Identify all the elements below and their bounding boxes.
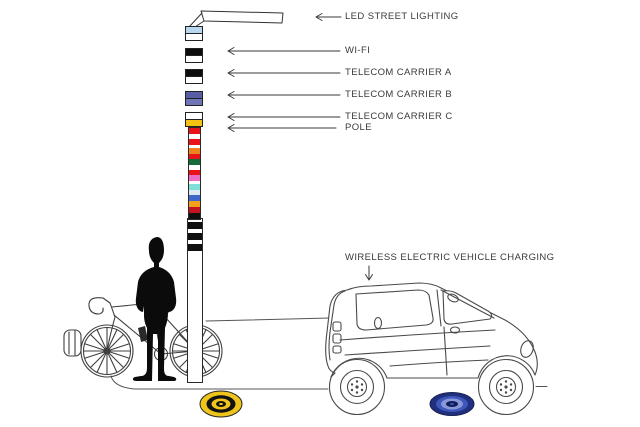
- pole-lower: [187, 218, 203, 383]
- car-headlight: [520, 340, 534, 358]
- car-charging-pad: [429, 392, 475, 416]
- pole-segment-12: [189, 190, 200, 195]
- car-body-crease-lines: [339, 329, 496, 367]
- car-rear-wheel: [328, 358, 386, 416]
- led-module-top: [186, 27, 202, 34]
- pole-segment-4: [189, 148, 200, 154]
- label-telecom-carrier-c: TELECOM CARRIER C: [345, 110, 453, 122]
- telecom-c-module-top: [186, 113, 202, 120]
- street-light-arm: [188, 10, 284, 28]
- bicycle-front-bag: [63, 329, 82, 357]
- bicycle-bottle: [138, 326, 148, 342]
- pole-segment-8: [189, 170, 200, 175]
- arrow-led-street-lighting: [315, 13, 342, 21]
- arrow-telecom-b: [227, 91, 341, 99]
- label-led-street-lighting: LED STREET LIGHTING: [345, 10, 459, 22]
- pole-modules: [185, 26, 203, 134]
- pole-segment-15: [189, 207, 200, 213]
- pole-segment-2: [189, 139, 200, 145]
- pole-segment-11: [189, 184, 200, 190]
- telecom-c-module: [185, 112, 203, 127]
- wifi-module-top: [186, 48, 202, 56]
- car-a-pillar-line: [440, 289, 495, 319]
- car-taillight: [332, 321, 342, 354]
- ground-lines: [110, 317, 548, 390]
- arrow-telecom-c: [227, 113, 341, 121]
- pole-segment-3: [189, 145, 200, 148]
- telecom-a-module: [185, 69, 203, 84]
- label-telecom-carrier-a: TELECOM CARRIER A: [345, 66, 452, 78]
- car: [325, 282, 538, 416]
- callout-arrows: [227, 13, 373, 281]
- pole-segment-7: [189, 165, 200, 170]
- pole-segment-6: [189, 159, 200, 165]
- pole-band-0: [188, 222, 202, 229]
- arrow-wireless-charging: [365, 265, 373, 281]
- arrow-wifi: [227, 47, 341, 55]
- pole-segment-1: [189, 134, 200, 139]
- telecom-b-module-top: [186, 91, 202, 99]
- car-rear-window: [355, 289, 434, 331]
- telecom-a-module-top: [186, 70, 202, 77]
- bicycle-handlebar: [88, 297, 111, 315]
- horizon-line: [205, 317, 331, 322]
- car-front-wheel: [477, 358, 535, 416]
- wifi-module: [185, 47, 203, 63]
- led-module-bottom: [186, 34, 202, 40]
- car-mirror: [447, 293, 459, 303]
- label-wireless-charging: WIRELESS ELECTRIC VEHICLE CHARGING: [345, 251, 555, 263]
- pole-band-1: [188, 233, 202, 240]
- label-telecom-carrier-b: TELECOM CARRIER B: [345, 88, 453, 100]
- pole-segment-14: [189, 201, 200, 207]
- pole-segment-13: [189, 195, 200, 201]
- telecom-a-module-bottom: [186, 77, 202, 83]
- label-pole: POLE: [345, 121, 372, 133]
- wifi-module-bottom: [186, 55, 202, 62]
- arrow-pole: [227, 124, 337, 132]
- pole-segment-9: [189, 175, 200, 181]
- pole-color-stack: [188, 127, 201, 220]
- pole-segment-10: [189, 181, 200, 184]
- telecom-b-module-bottom: [186, 98, 202, 105]
- car-door-edge: [436, 289, 448, 376]
- pole-segment-16: [189, 213, 200, 219]
- bike-charging-pad: [199, 390, 243, 418]
- car-pillar-vent: [373, 316, 383, 330]
- telecom-b-module: [185, 90, 203, 106]
- telecom-c-module-bottom: [186, 120, 202, 126]
- arrow-telecom-a: [227, 69, 341, 77]
- curb-line: [110, 375, 548, 390]
- label-wifi: WI-FI: [345, 44, 371, 56]
- pole-segment-5: [189, 154, 200, 159]
- pole-segment-0: [189, 128, 200, 134]
- car-door-window: [442, 290, 493, 325]
- pole-band-2: [188, 244, 202, 251]
- led-module: [185, 26, 203, 41]
- car-rear-pillar: [328, 290, 346, 361]
- car-door-handle: [449, 326, 461, 334]
- person-silhouette: [132, 237, 177, 381]
